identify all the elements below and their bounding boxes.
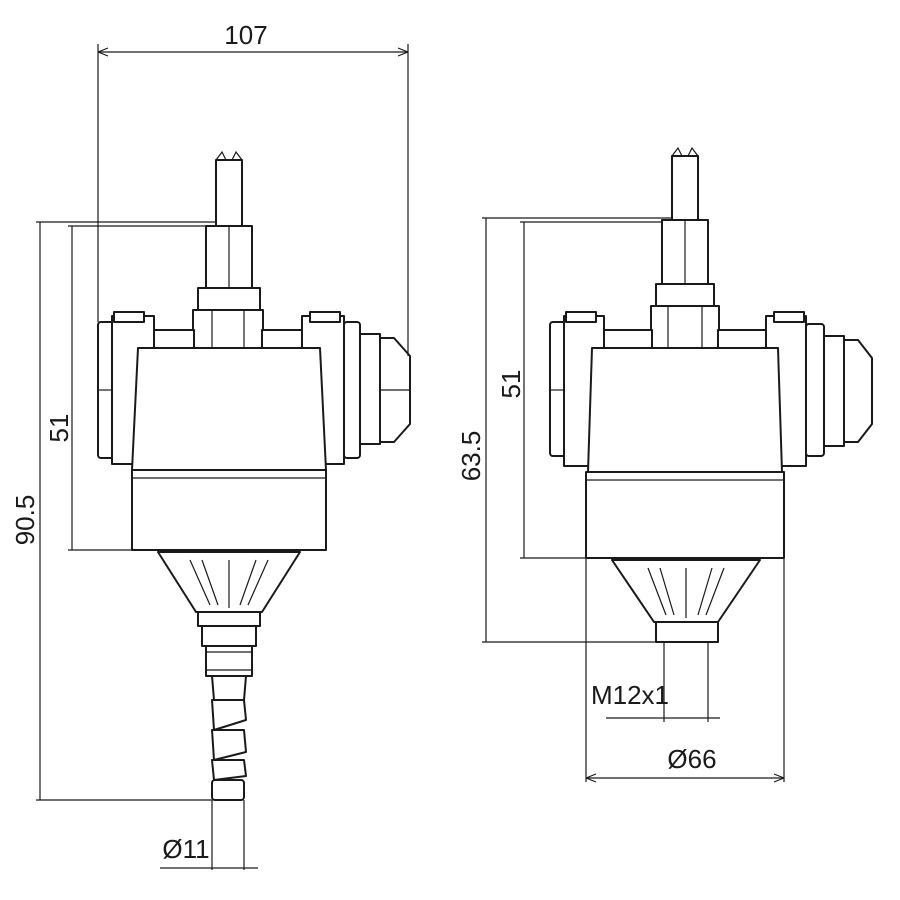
left-shaft [192, 150, 264, 351]
right-dimensions [482, 217, 785, 783]
right-bottom-cone [611, 559, 761, 643]
dim-thread-m12x1: M12x1 [591, 680, 669, 710]
left-body [131, 347, 327, 551]
left-dimensions [36, 44, 409, 870]
right-body [585, 347, 785, 559]
left-view: 107 90.5 51 Ø11 [10, 20, 411, 870]
dim-height-63-5: 63.5 [456, 431, 486, 482]
right-shaft [650, 146, 720, 349]
dim-diameter-11: Ø11 [162, 834, 209, 864]
dim-width-107: 107 [224, 20, 267, 50]
left-bottom-cone [157, 551, 301, 677]
dim-height-51-right: 51 [496, 370, 526, 399]
dim-height-51-left: 51 [44, 414, 74, 443]
dim-diameter-66: Ø66 [667, 744, 716, 774]
left-hose-barb [211, 675, 247, 801]
right-view: 63.5 51 M12x1 Ø66 [456, 146, 873, 783]
dim-height-90-5: 90.5 [10, 495, 40, 546]
